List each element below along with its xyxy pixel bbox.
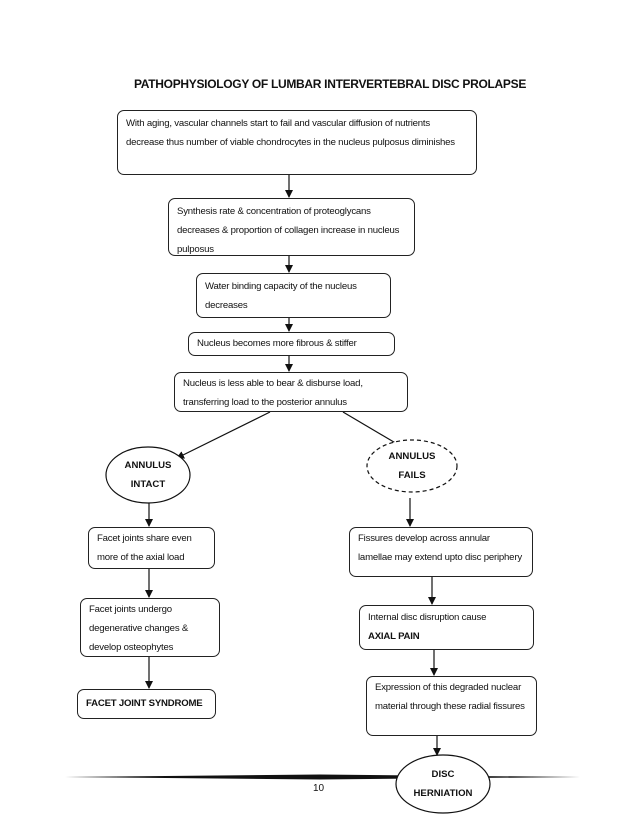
node-expression: Expression of this degraded nuclear mate… — [366, 676, 537, 736]
internal-text: Internal disc disruption cause — [368, 612, 487, 623]
node-facet-degen: Facet joints undergo degenerative change… — [80, 598, 220, 657]
annulus-fails-ellipse — [366, 439, 458, 493]
node-load: Nucleus is less able to bear & disburse … — [174, 372, 408, 412]
node-fibrous: Nucleus becomes more fibrous & stiffer — [188, 332, 395, 356]
node-annulus-intact: ANNULUS INTACT — [124, 460, 172, 490]
node-fissures: Fissures develop across annular lamellae… — [349, 527, 533, 577]
node-facet-syndrome: FACET JOINT SYNDROME — [77, 689, 216, 719]
disc-herniation-ellipse — [395, 754, 491, 814]
node-synthesis: Synthesis rate & concentration of proteo… — [168, 198, 415, 256]
facet-syndrome-label: FACET JOINT SYNDROME — [86, 698, 203, 709]
node-water: Water binding capacity of the nucleus de… — [196, 273, 391, 318]
page-title: PATHOPHYSIOLOGY OF LUMBAR INTERVERTEBRAL… — [133, 77, 527, 91]
arrow — [342, 411, 405, 449]
node-annulus-fails: ANNULUS FAILS — [388, 451, 436, 481]
node-facet-share: Facet joints share even more of the axia… — [88, 527, 215, 569]
axial-pain-label: AXIAL PAIN — [368, 631, 420, 642]
annulus-intact-ellipse — [105, 446, 191, 504]
node-aging: With aging, vascular channels start to f… — [117, 110, 477, 175]
node-disc-herniation: DISC HERNIATION — [413, 769, 473, 799]
arrow — [176, 411, 271, 459]
page-number: 10 — [313, 783, 325, 794]
footer-rule — [65, 774, 580, 780]
